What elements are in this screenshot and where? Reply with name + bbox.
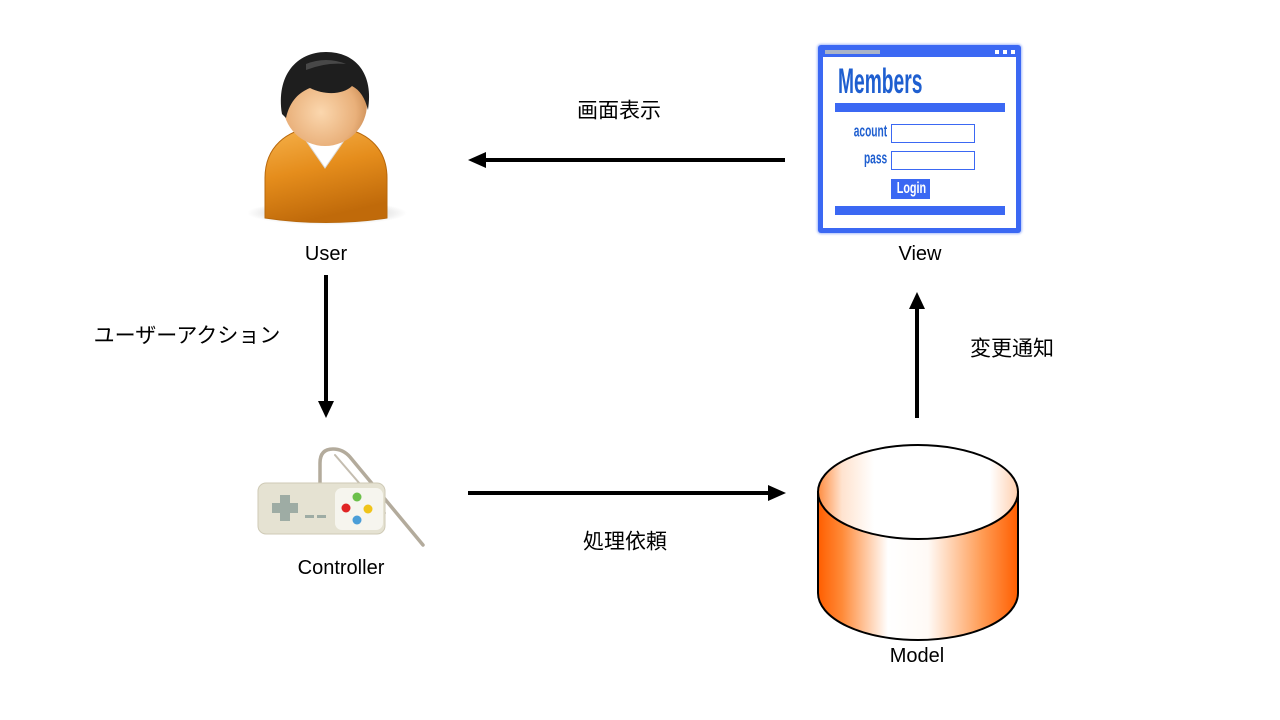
controller-button-pad: [335, 488, 383, 530]
arrow-model-to-view: [909, 292, 925, 418]
arrow-view-to-user: [468, 152, 785, 168]
pass-input-box: [891, 151, 975, 170]
members-title: Members: [838, 60, 923, 101]
red-button: [341, 503, 351, 513]
dpad-icon: [272, 495, 298, 521]
account-input-box: [891, 124, 975, 143]
game-controller-icon: [257, 447, 425, 547]
user-body: [264, 127, 388, 223]
blue-button: [352, 515, 362, 525]
arrow-user-to-controller: [318, 275, 334, 418]
database-cylinder-icon: [817, 444, 1019, 641]
arrow-controller-to-model: [468, 485, 786, 501]
user-label: User: [304, 243, 348, 265]
window-control-dots: [995, 50, 1015, 54]
model-label: Model: [889, 645, 945, 667]
controller-cable: [318, 447, 425, 547]
edge-label-controller-to-model: 処理依頼: [583, 530, 667, 554]
select-button-mark: [305, 515, 314, 518]
window-bottom-bar: [835, 206, 1005, 215]
login-button-label: Login: [896, 179, 927, 198]
view-label: View: [898, 243, 942, 265]
window-title-line: [825, 50, 880, 54]
user-hair: [280, 52, 370, 118]
pass-field-label: pass: [863, 149, 887, 168]
edge-label-view-to-user: 画面表示: [577, 99, 661, 123]
account-field-label: acount: [853, 122, 887, 141]
window-top-bar: [835, 103, 1005, 112]
user-hair-highlight: [306, 60, 346, 70]
login-window-icon: Members acount pass Login: [818, 45, 1021, 233]
start-button-mark: [317, 515, 326, 518]
user-person-icon: [248, 52, 407, 225]
controller-label: Controller: [297, 557, 385, 579]
edge-label-model-to-view: 変更通知: [970, 337, 1054, 361]
edge-label-user-to-controller: ユーザーアクション: [93, 324, 281, 348]
green-button: [352, 492, 362, 502]
yellow-button: [363, 504, 373, 514]
cylinder-top: [817, 444, 1019, 540]
login-button-graphic: Login: [891, 179, 930, 199]
